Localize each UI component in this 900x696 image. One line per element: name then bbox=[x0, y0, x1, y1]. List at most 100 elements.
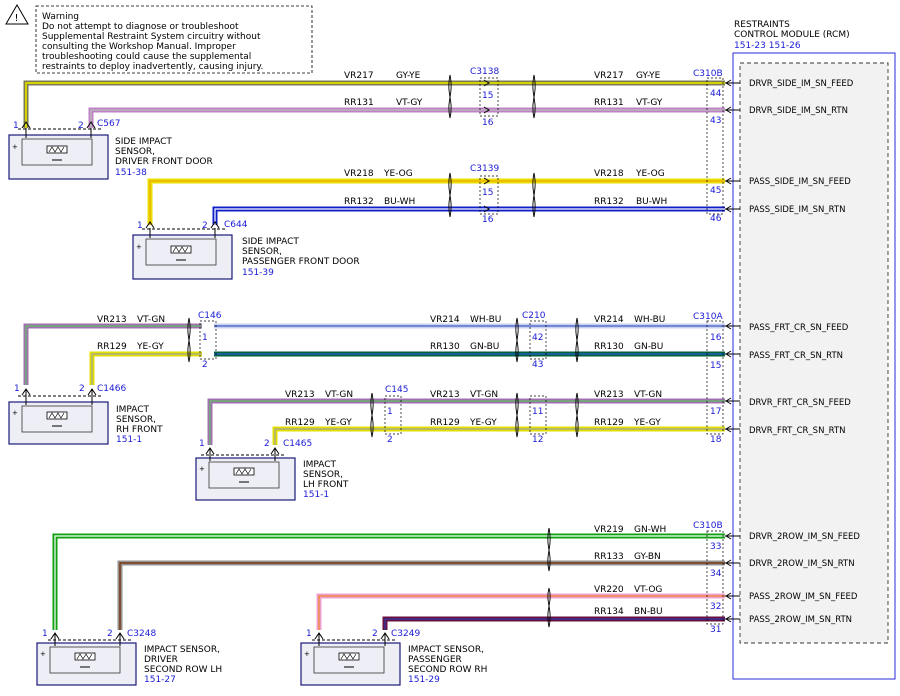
warning-notice: ! Warning Do not attempt to diagnose or … bbox=[5, 4, 313, 74]
svg-text:C567: C567 bbox=[97, 119, 120, 129]
svg-text:33: 33 bbox=[710, 542, 721, 552]
svg-text:RR130: RR130 bbox=[430, 342, 460, 352]
svg-text:BU-WH: BU-WH bbox=[636, 197, 667, 207]
warning-line-6: restraints to deploy inadvertently, caus… bbox=[42, 62, 263, 72]
svg-text:+: + bbox=[304, 650, 310, 658]
connector-c145[interactable]: C145 1 2 bbox=[384, 385, 408, 445]
svg-text:44: 44 bbox=[710, 89, 722, 99]
svg-text:VR213: VR213 bbox=[97, 315, 127, 325]
wire-rr129-drvr-rtn bbox=[272, 426, 725, 445]
connector-c310b-bottom[interactable]: C310B bbox=[693, 521, 724, 625]
svg-text:RR131: RR131 bbox=[594, 98, 624, 108]
sensor-passenger-front-door[interactable]: + 1 2 C644 SIDE IMPACT SENSOR, PASSENGER… bbox=[132, 220, 360, 280]
rcm-ref: 151-23 151-26 bbox=[734, 41, 801, 51]
svg-text:VR213: VR213 bbox=[285, 390, 315, 400]
svg-text:45: 45 bbox=[710, 186, 721, 196]
svg-text:RR131: RR131 bbox=[344, 98, 374, 108]
svg-text:C3248: C3248 bbox=[127, 629, 156, 639]
svg-text:17: 17 bbox=[710, 407, 721, 417]
svg-text:151-1: 151-1 bbox=[116, 435, 142, 445]
svg-text:GN-WH: GN-WH bbox=[634, 525, 666, 535]
svg-text:42: 42 bbox=[532, 333, 543, 343]
warning-line-2: Do not attempt to diagnose or troublesho… bbox=[42, 22, 239, 32]
connector-c310b-top[interactable]: C310B bbox=[693, 69, 724, 215]
svg-text:PASS_SIDE_IM_SN_RTN: PASS_SIDE_IM_SN_RTN bbox=[749, 205, 845, 215]
svg-text:151-29: 151-29 bbox=[408, 675, 440, 685]
svg-text:2: 2 bbox=[202, 360, 208, 370]
connector-c146[interactable]: C146 1 2 bbox=[198, 311, 222, 370]
svg-text:RR130: RR130 bbox=[594, 342, 624, 352]
connector-c210[interactable]: C210 42 43 bbox=[522, 311, 547, 370]
wire-vr217 bbox=[23, 80, 725, 128]
svg-text:YE-GY: YE-GY bbox=[136, 342, 164, 352]
svg-text:RR129: RR129 bbox=[430, 418, 460, 428]
svg-text:RR133: RR133 bbox=[594, 552, 624, 562]
rcm-module: RESTRAINTS CONTROL MODULE (RCM) 151-23 1… bbox=[732, 20, 896, 680]
rcm-pin-arrows bbox=[725, 79, 740, 623]
svg-text:SENSOR,: SENSOR, bbox=[115, 147, 155, 157]
svg-text:SECOND ROW RH: SECOND ROW RH bbox=[408, 665, 487, 675]
warning-line-3: Supplemental Restraint System circuitry … bbox=[42, 32, 261, 42]
svg-text:151-39: 151-39 bbox=[242, 268, 274, 278]
connector-c3138[interactable]: C3138 15 16 bbox=[470, 67, 499, 128]
svg-text:VR213: VR213 bbox=[594, 390, 624, 400]
svg-text:46: 46 bbox=[710, 214, 722, 224]
svg-text:GN-BU: GN-BU bbox=[634, 342, 663, 352]
svg-text:GY-BN: GY-BN bbox=[634, 552, 661, 562]
svg-text:151-38: 151-38 bbox=[115, 168, 147, 178]
connector-c210-b[interactable]: 11 12 bbox=[529, 395, 547, 445]
svg-text:WH-BU: WH-BU bbox=[634, 315, 665, 325]
svg-text:DRVR_FRT_CR_SN_RTN: DRVR_FRT_CR_SN_RTN bbox=[749, 426, 846, 436]
svg-text:DRIVER: DRIVER bbox=[144, 655, 178, 665]
wire-vr219 bbox=[52, 533, 725, 630]
svg-text:DRVR_SIDE_IM_SN_FEED: DRVR_SIDE_IM_SN_FEED bbox=[749, 79, 854, 89]
svg-text:RR129: RR129 bbox=[285, 418, 315, 428]
svg-text:YE-GY: YE-GY bbox=[469, 418, 497, 428]
svg-text:+: + bbox=[136, 243, 142, 251]
warning-triangle-icon bbox=[5, 4, 29, 25]
sensor-lh-front[interactable]: + 1 2 C1465 IMPACT SENSOR, LH FRONT 151-… bbox=[195, 439, 349, 501]
svg-text:RH FRONT: RH FRONT bbox=[116, 425, 163, 435]
svg-text:SENSOR,: SENSOR, bbox=[116, 415, 156, 425]
svg-text:BU-WH: BU-WH bbox=[384, 197, 415, 207]
svg-text:C310B: C310B bbox=[693, 521, 723, 531]
svg-text:VR217: VR217 bbox=[594, 71, 624, 81]
svg-text:IMPACT: IMPACT bbox=[116, 405, 150, 415]
sensor-driver-second-row-lh[interactable]: + 1 2 C3248 IMPACT SENSOR, DRIVER SECOND… bbox=[36, 629, 222, 686]
svg-text:PASS_2ROW_IM_SN_FEED: PASS_2ROW_IM_SN_FEED bbox=[749, 592, 858, 602]
svg-text:YE-OG: YE-OG bbox=[635, 169, 665, 179]
svg-text:VT-GY: VT-GY bbox=[636, 98, 663, 108]
svg-text:16: 16 bbox=[710, 333, 722, 343]
svg-text:1: 1 bbox=[137, 221, 143, 231]
wire-vr213-vr214-pass-feed bbox=[23, 323, 725, 385]
connector-c3139[interactable]: C3139 15 16 bbox=[470, 164, 499, 225]
svg-text:DRVR_2ROW_IM_SN_FEED: DRVR_2ROW_IM_SN_FEED bbox=[749, 532, 860, 542]
wire-rr131 bbox=[88, 107, 725, 128]
sensor-driver-front-door[interactable]: + 1 2 C567 SIDE IMPACT SENSOR, DRIVER FR… bbox=[8, 119, 213, 180]
svg-text:1: 1 bbox=[202, 333, 208, 343]
connector-c310a[interactable]: C310A bbox=[693, 312, 723, 435]
svg-text:GY-YE: GY-YE bbox=[396, 71, 421, 81]
svg-text:C1465: C1465 bbox=[283, 439, 312, 449]
svg-text:VR219: VR219 bbox=[594, 525, 624, 535]
svg-text:VT-OG: VT-OG bbox=[634, 585, 662, 595]
svg-text:IMPACT SENSOR,: IMPACT SENSOR, bbox=[408, 645, 484, 655]
svg-text:RR129: RR129 bbox=[594, 418, 624, 428]
warning-line-1: Warning bbox=[42, 12, 79, 22]
svg-text:BN-BU: BN-BU bbox=[634, 607, 663, 617]
svg-text:VT-GN: VT-GN bbox=[325, 390, 353, 400]
svg-text:C3139: C3139 bbox=[470, 164, 499, 174]
svg-text:IMPACT: IMPACT bbox=[303, 460, 337, 470]
svg-text:2: 2 bbox=[387, 435, 393, 445]
svg-text:1: 1 bbox=[13, 121, 19, 131]
svg-text:43: 43 bbox=[710, 116, 721, 126]
wire-rr132 bbox=[212, 206, 725, 225]
svg-text:VT-GN: VT-GN bbox=[470, 390, 498, 400]
svg-text:1: 1 bbox=[306, 629, 312, 639]
svg-text:C310A: C310A bbox=[693, 312, 723, 322]
sensor-passenger-second-row-rh[interactable]: + 1 2 C3249 IMPACT SENSOR, PASSENGER SEC… bbox=[300, 629, 487, 686]
svg-text:C3249: C3249 bbox=[391, 629, 420, 639]
sensor-rh-front[interactable]: + 1 2 C1466 IMPACT SENSOR, RH FRONT 151-… bbox=[8, 384, 163, 445]
